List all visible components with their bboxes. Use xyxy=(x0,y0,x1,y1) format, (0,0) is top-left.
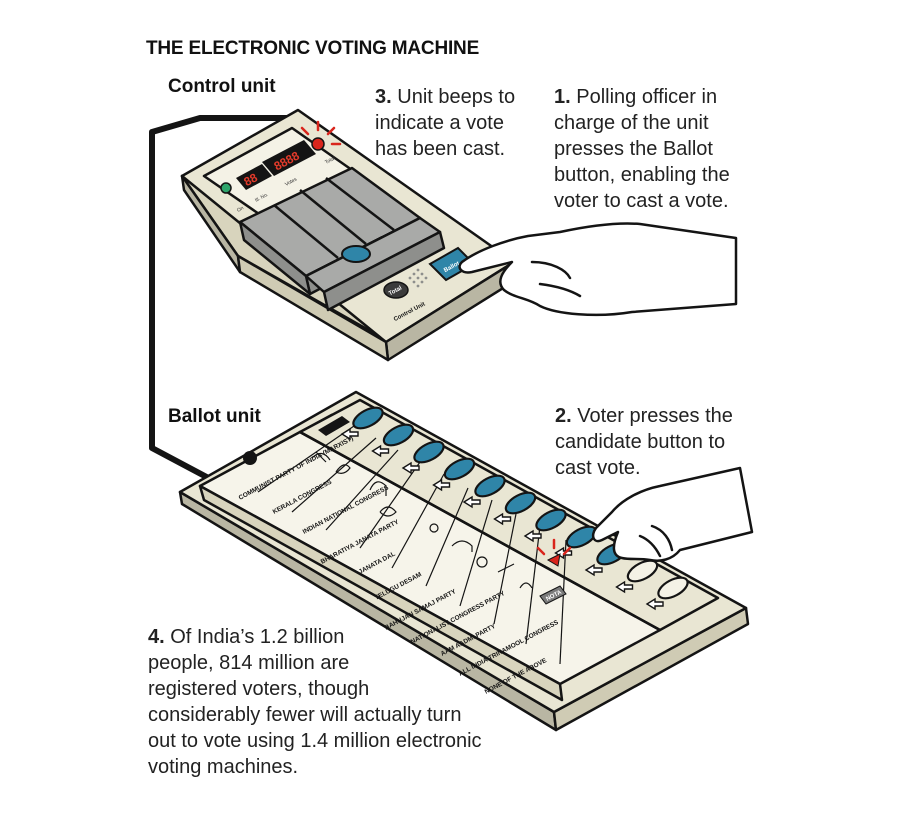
bicycle-icon xyxy=(429,523,439,533)
note-1: 1. Polling officer in charge of the unit… xyxy=(554,86,730,212)
vote-display-right: 8888 xyxy=(262,140,316,176)
candidate-name: COMMUNIST PARTY OF INDIA (MARXIST) xyxy=(238,435,355,502)
arrow-left-icon xyxy=(462,495,481,509)
broom-icon xyxy=(497,563,515,573)
arrow-left-icon xyxy=(401,461,420,475)
arrow-left-icon xyxy=(371,444,390,458)
candidate-button[interactable] xyxy=(472,471,508,500)
control-unit-label: Control unit xyxy=(168,76,276,97)
svg-text:88: 88 xyxy=(241,170,260,189)
arrow-left-icon xyxy=(340,427,359,441)
candidate-button[interactable] xyxy=(594,539,630,568)
candidate-name: INDIAN NATIONAL CONGRESS xyxy=(302,484,391,536)
arrow-left-icon xyxy=(523,529,542,543)
lotus-icon xyxy=(379,506,397,517)
voter-hand-icon xyxy=(591,466,754,562)
svg-text:Total: Total xyxy=(388,285,403,297)
candidate-name: BHARATIYA JANATA PARTY xyxy=(320,518,401,565)
svg-text:Total: Total xyxy=(324,156,336,166)
flowers-icon xyxy=(519,582,533,589)
arrow-left-icon xyxy=(645,597,664,611)
ballot-unit-indicator xyxy=(243,451,257,465)
arrow-left-icon xyxy=(615,580,634,594)
candidate-button[interactable] xyxy=(564,522,600,551)
svg-text:8888: 8888 xyxy=(272,148,302,173)
small-blue-button xyxy=(341,245,371,263)
display-panel xyxy=(202,126,354,218)
candidate-button[interactable] xyxy=(381,420,417,449)
svg-text:Ill. No.: Ill. No. xyxy=(254,192,269,204)
ballot-unit-slot xyxy=(318,416,350,436)
candidate-name: JANATA DAL xyxy=(358,551,397,576)
hand-symbol-icon xyxy=(369,481,387,496)
note-3: 3. Unit beeps to indicate a vote has bee… xyxy=(375,86,516,160)
control-unit-front-face xyxy=(180,174,388,344)
note-2: 2. Voter presses the candidate button to… xyxy=(555,405,733,479)
power-led-icon xyxy=(220,182,232,194)
arrow-left-icon xyxy=(584,563,603,577)
vote-display-left: 88 xyxy=(236,164,272,190)
candidate-button[interactable] xyxy=(411,437,447,466)
diagram-title: THE ELECTRONIC VOTING MACHINE xyxy=(146,38,480,59)
party-symbol-icons xyxy=(311,451,533,589)
candidate-button[interactable] xyxy=(350,403,386,432)
candidate-button[interactable] xyxy=(503,488,539,517)
candidate-button[interactable] xyxy=(533,505,569,534)
candidate-name: NONE OF THE ABOVE xyxy=(484,657,549,696)
control-unit-lid xyxy=(238,166,422,278)
elephant-icon xyxy=(451,540,473,552)
svg-text:NOTA: NOTA xyxy=(545,589,563,602)
nota-badge: NOTA xyxy=(539,585,567,605)
speaker-grille xyxy=(408,268,428,288)
arrow-left-icon xyxy=(493,512,512,526)
candidate-button[interactable] xyxy=(442,454,478,483)
arrow-left-icon xyxy=(432,478,451,492)
candidate-name: KERALA CONGRESS xyxy=(272,478,334,515)
total-button[interactable]: Total xyxy=(383,281,409,299)
control-unit-name: Control Unit xyxy=(393,301,426,323)
control-unit-side xyxy=(384,260,518,362)
beep-light-icon xyxy=(300,120,342,151)
candidate-name: TELUGU DESAM xyxy=(374,571,423,602)
ballot-button[interactable]: Ballot xyxy=(428,246,476,282)
clock-icon xyxy=(476,556,488,568)
leaf-icon xyxy=(335,464,351,474)
note-4: 4. Of India’s 1.2 billion people, 814 mi… xyxy=(148,626,482,778)
candidate-button[interactable] xyxy=(625,556,661,585)
arrow-left-icon xyxy=(554,546,573,560)
svg-text:Votes: Votes xyxy=(284,176,298,187)
svg-text:Ballot: Ballot xyxy=(443,261,461,274)
ballot-unit-label: Ballot unit xyxy=(168,406,261,427)
hammer-sickle-icon xyxy=(311,451,331,463)
vote-cast-indicator-icon xyxy=(536,538,572,567)
officer-hand-icon xyxy=(458,222,738,317)
ballot-unit-front-side xyxy=(552,606,750,732)
candidate-button[interactable] xyxy=(655,573,691,602)
svg-text:On: On xyxy=(236,205,245,214)
